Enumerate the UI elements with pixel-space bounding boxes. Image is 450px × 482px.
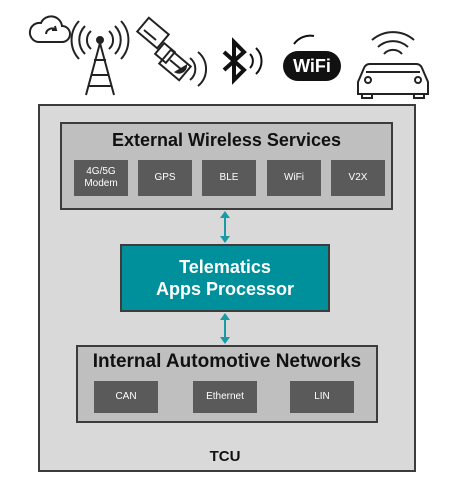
tcu-label: TCU <box>209 448 241 465</box>
ethernet-chip: Ethernet <box>193 381 257 413</box>
satellite-icon <box>135 16 208 87</box>
wifi-logo-icon: WiFi <box>283 34 341 81</box>
cloud-sync-icon <box>28 15 71 43</box>
gps-chip: GPS <box>138 160 192 196</box>
internal-automotive-networks-group: Internal Automotive Networks CAN Etherne… <box>76 345 378 423</box>
wifi-logo-text: WiFi <box>293 56 331 76</box>
telematics-apps-processor: Telematics Apps Processor <box>120 244 330 312</box>
v2x-chip: V2X <box>331 160 385 196</box>
processor-line2: Apps Processor <box>155 279 295 299</box>
ble-chip: BLE <box>202 160 256 196</box>
bidirectional-arrow-bottom <box>220 313 230 344</box>
lin-chip: LIN <box>290 381 354 413</box>
internal-automotive-networks-title: Internal Automotive Networks <box>92 351 362 372</box>
bidirectional-arrow-top <box>220 211 230 243</box>
external-wireless-services-title: External Wireless Services <box>112 130 341 150</box>
connected-car-icon <box>357 31 429 99</box>
processor-line1: Telematics <box>179 257 271 277</box>
can-chip: CAN <box>94 381 158 413</box>
cell-tower-icon <box>70 20 130 96</box>
wireless-icon-strip: WiFi <box>28 15 429 99</box>
bluetooth-icon <box>222 37 263 85</box>
wifi-chip: WiFi <box>267 160 321 196</box>
